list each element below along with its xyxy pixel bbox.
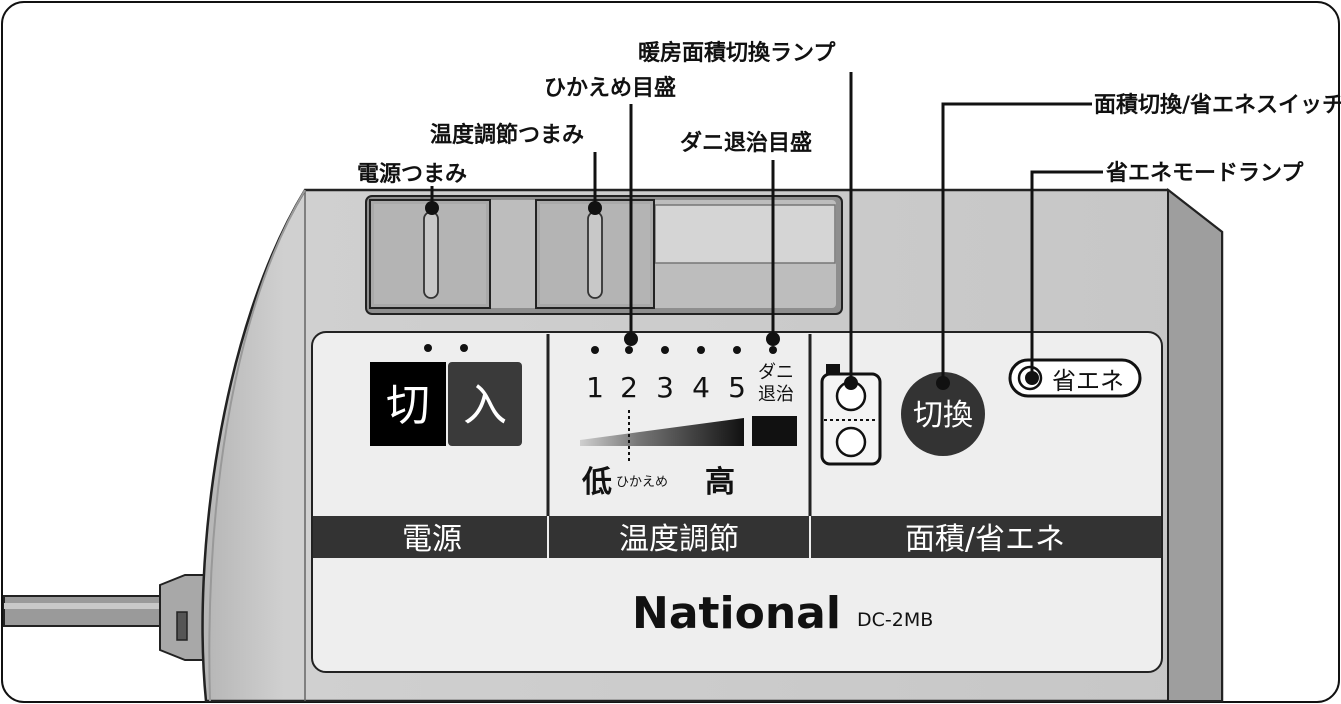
power-section-title: 電源 [402, 522, 462, 557]
brand-area: National DC-2MB [632, 588, 933, 639]
area-lamp-lower [835, 426, 867, 458]
temp-hikaeme-label: ひかえめ [616, 475, 668, 490]
power-on-label: 入 [463, 380, 507, 431]
temp-dot-3 [661, 346, 669, 354]
temp-level-2: 2 [620, 371, 638, 404]
temp-dot-2 [625, 346, 633, 354]
temperature-section-title: 温度調節 [619, 522, 739, 557]
leader-eco-lamp [1030, 170, 1103, 378]
leader-area-switch [941, 102, 1092, 383]
temp-dani-line2: 退治 [758, 384, 794, 405]
power-on-box[interactable] [448, 362, 522, 446]
label-eco-mode-lamp: 省エネモードランプ [1105, 161, 1304, 186]
label-heating-area-lamp: 暖房面積切換ランプ [638, 40, 836, 66]
temp-dot-dani [769, 346, 777, 354]
eco-badge [1008, 358, 1142, 398]
area-lamp-tab [826, 364, 840, 374]
callout-lines [430, 72, 1103, 383]
power-knob[interactable] [369, 199, 491, 309]
temperature-knob[interactable] [535, 199, 655, 309]
area-eco-section: 切換 省エネ 面積/省エネ [820, 358, 1142, 557]
power-section: 切 入 電源 [370, 344, 522, 557]
power-dot-off [424, 344, 432, 352]
eco-badge-label: 省エネ [1052, 367, 1124, 395]
power-off-label: 切 [386, 380, 430, 431]
power-off-box[interactable] [370, 362, 446, 446]
power-cord [3, 574, 206, 661]
temp-low-label: 低 [581, 465, 612, 500]
temp-level-3: 3 [656, 371, 674, 404]
area-eco-switch-button[interactable] [901, 372, 985, 456]
label-temp-knob: 温度調節つまみ [430, 122, 584, 148]
power-dot-on [460, 344, 468, 352]
area-switch-label: 切換 [913, 398, 973, 433]
temperature-ramp [580, 418, 744, 446]
temp-level-5: 5 [728, 371, 746, 404]
temp-dani-line1: ダニ [758, 362, 794, 383]
temp-level-4: 4 [692, 371, 710, 404]
temp-dot-4 [697, 346, 705, 354]
label-power-knob: 電源つまみ [357, 162, 467, 187]
area-section-title: 面積/省エネ [905, 522, 1065, 557]
model-number: DC-2MB [857, 609, 933, 631]
label-dani-scale: ダニ退治目盛 [680, 130, 812, 156]
temperature-section: 1 2 3 4 5 ダニ 退治 低 ひかえめ 高 温度調節 [580, 346, 797, 557]
brand-logo: National [632, 588, 841, 639]
label-hikaeme-scale: ひかえめ目盛 [544, 75, 676, 101]
temp-dot-1 [591, 346, 599, 354]
temp-level-1: 1 [586, 371, 604, 404]
callout-dots [425, 201, 1039, 390]
temp-high-label: 高 [705, 465, 735, 500]
label-area-eco-switch: 面積切換/省エネスイッチ [1094, 92, 1341, 118]
dani-block [752, 416, 797, 446]
temp-dot-5 [733, 346, 741, 354]
